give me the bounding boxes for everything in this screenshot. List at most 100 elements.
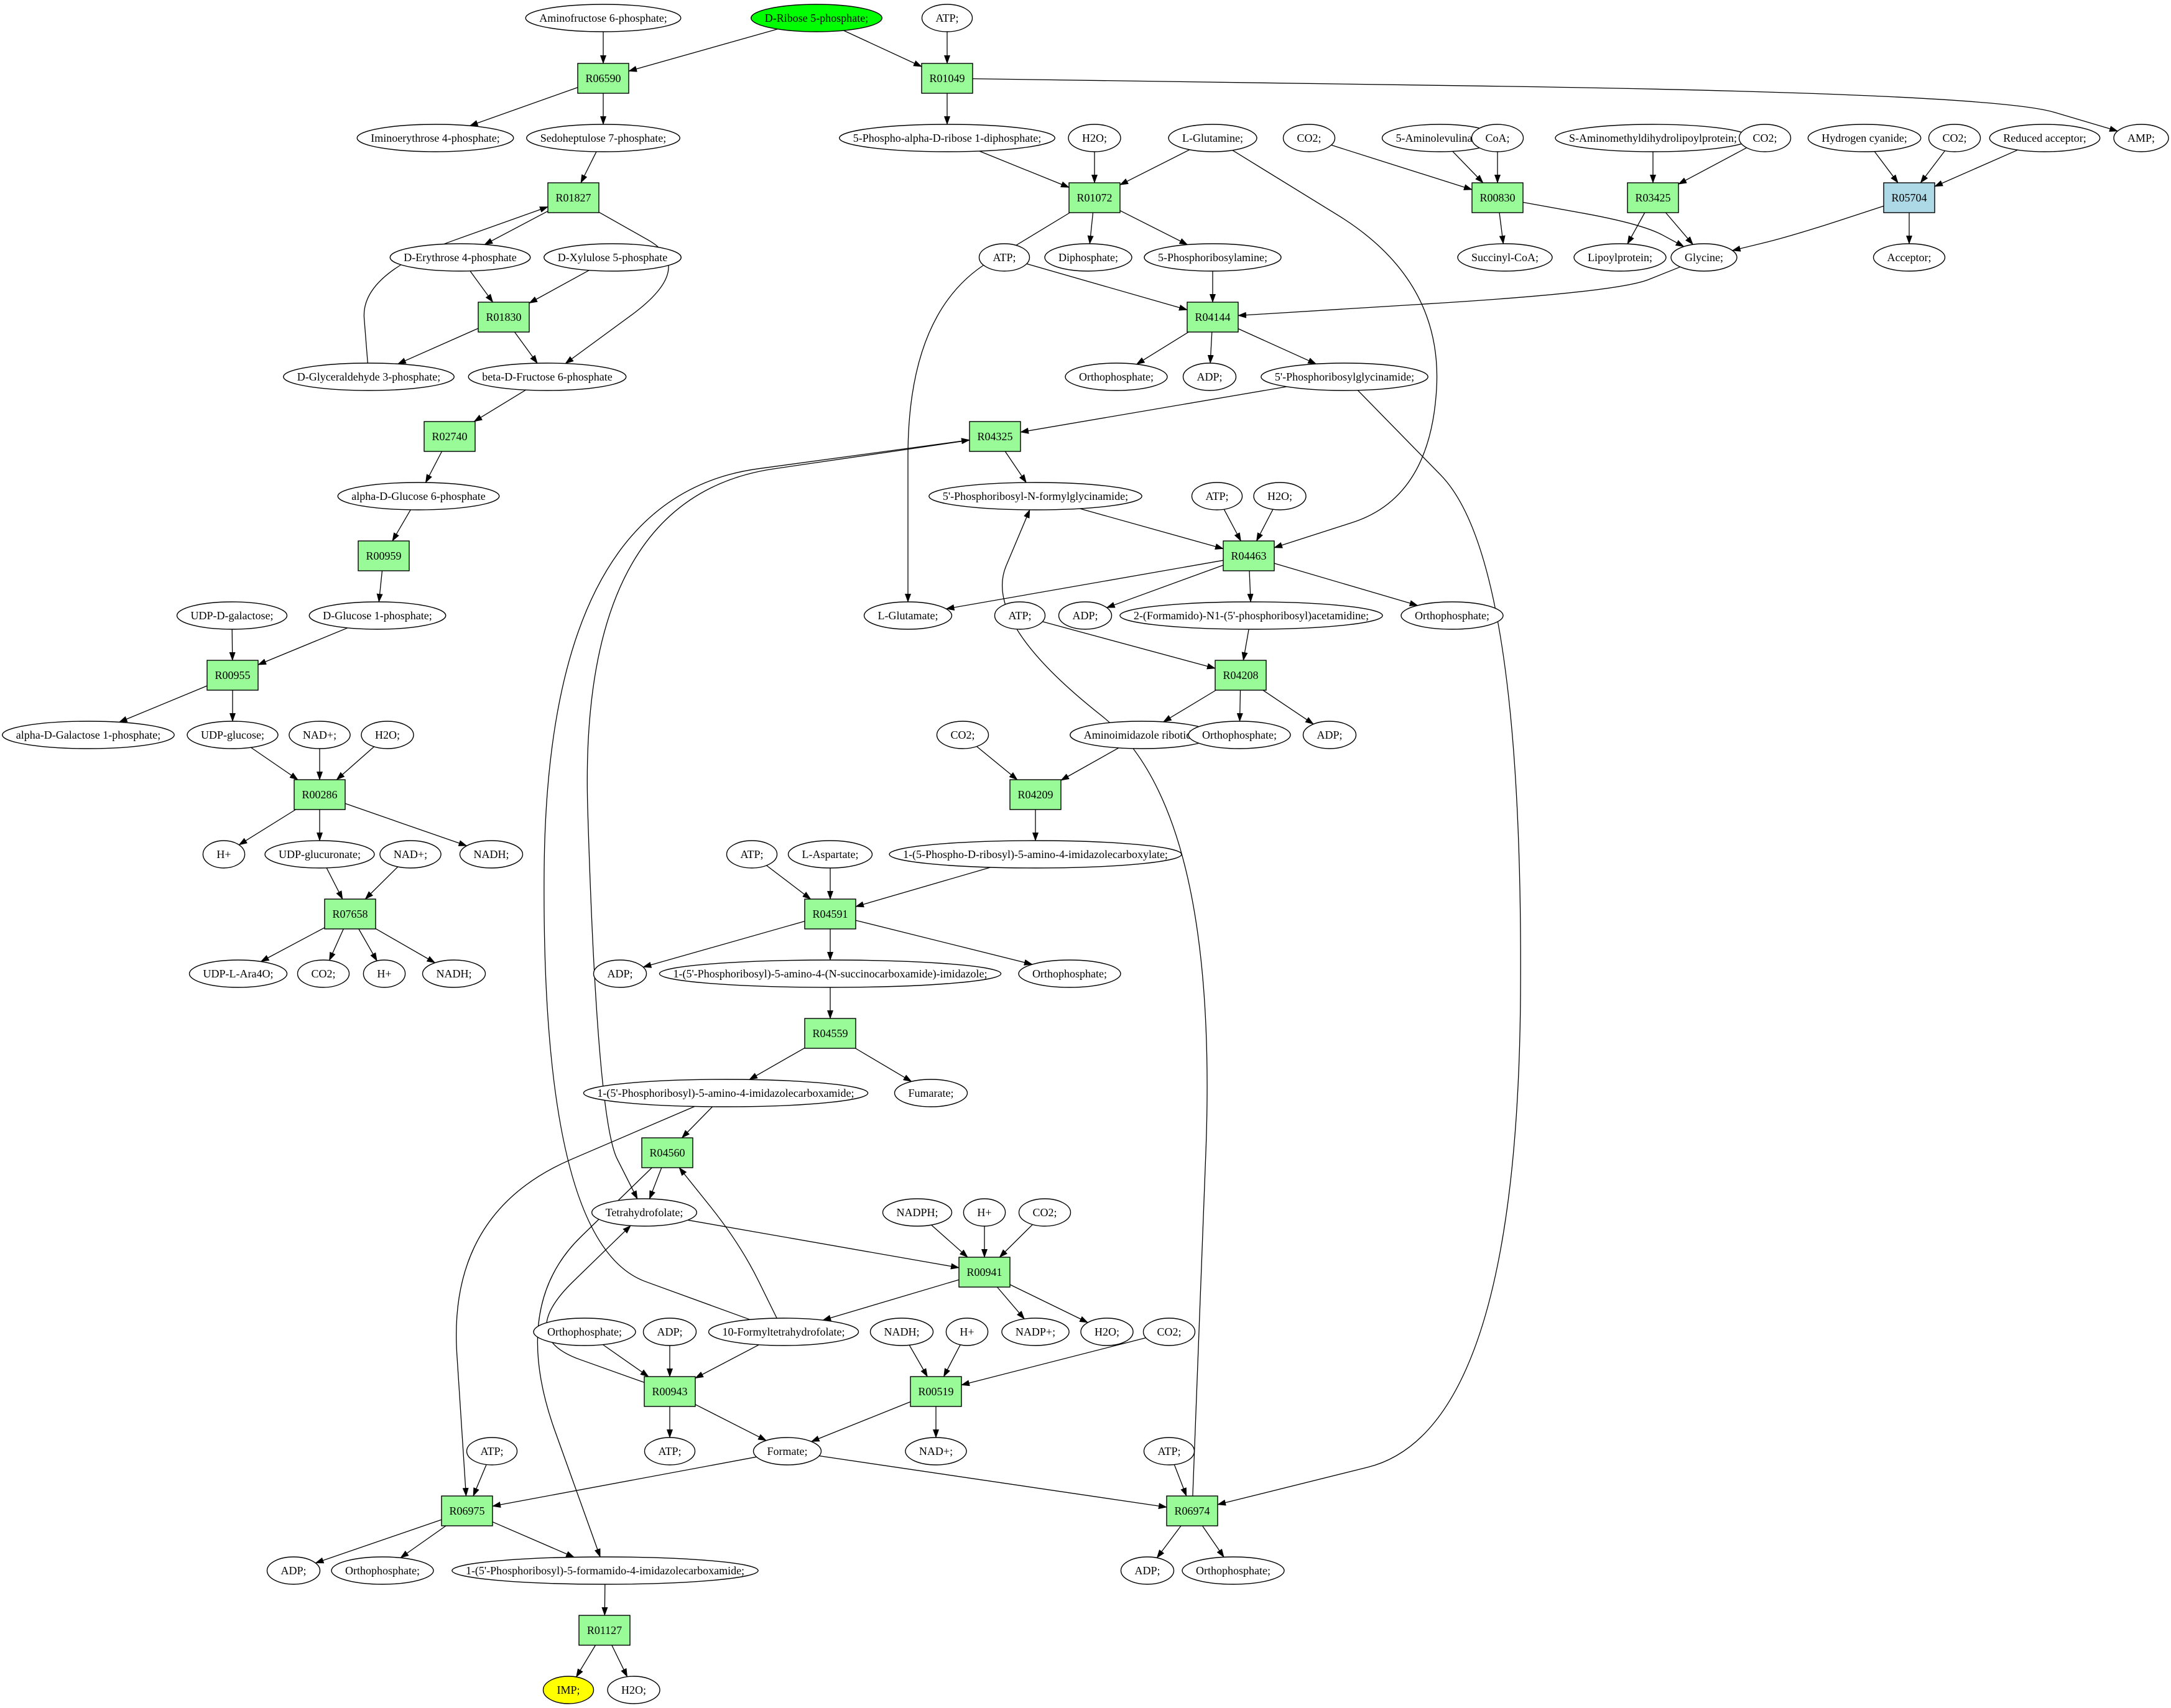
metabolite-label: 2-(Formamido)-N1-(5'-phosphoribosyl)acet… xyxy=(1134,609,1369,622)
edge-arrow xyxy=(822,1279,960,1321)
metabolite-ellipse xyxy=(1142,1318,1196,1346)
reaction-box xyxy=(1223,540,1275,571)
edge-arrow xyxy=(1060,747,1119,781)
metabolite-node: ATP; xyxy=(644,1437,696,1466)
metabolite-ellipse xyxy=(525,4,682,32)
metabolite-ellipse xyxy=(1144,243,1282,272)
metabolite-ellipse xyxy=(1807,124,1922,152)
edge-arrow xyxy=(470,270,494,303)
metabolite-ellipse xyxy=(752,1437,822,1466)
edge-arrow xyxy=(1001,509,1208,1497)
metabolite-node: D-Ribose 5-phosphate; xyxy=(751,4,882,32)
edge-arrow xyxy=(997,1286,1025,1319)
metabolite-label: CO2; xyxy=(1157,1326,1181,1338)
reaction-node: R06590 xyxy=(577,63,629,94)
metabolite-node: alpha-D-Galactose 1-phosphate; xyxy=(2,721,175,749)
metabolite-label: AMP; xyxy=(2127,132,2155,144)
edge-arrow xyxy=(1499,212,1506,244)
reaction-box xyxy=(358,540,410,571)
metabolite-node: S-Aminomethyldihydrolipoylprotein; xyxy=(1555,124,1751,152)
metabolite-ellipse xyxy=(869,1318,934,1346)
edge-arrow xyxy=(1119,210,1188,246)
metabolite-label: 5'-Phosphoribosyl-N-formylglycinamide; xyxy=(943,490,1128,502)
edge-arrow xyxy=(687,1219,960,1270)
metabolite-label: Orthophosphate; xyxy=(1032,967,1107,980)
reaction-box xyxy=(547,182,599,213)
metabolite-node: 1-(5'-Phosphoribosyl)-5-amino-4-imidazol… xyxy=(583,1079,869,1107)
reaction-box xyxy=(804,1018,856,1049)
reaction-box xyxy=(294,779,346,810)
metabolite-node: D-Glucose 1-phosphate; xyxy=(308,601,447,630)
reaction-node: R00519 xyxy=(910,1376,962,1407)
metabolite-node: IMP; xyxy=(542,1676,595,1704)
metabolite-node: 5-Aminolevulinate; xyxy=(1381,124,1498,152)
edge-arrow xyxy=(1156,1525,1182,1559)
edge-arrow xyxy=(537,1167,652,1558)
metabolite-ellipse xyxy=(1282,124,1336,152)
edge-arrow xyxy=(1009,1284,1089,1323)
metabolite-ellipse xyxy=(659,959,1002,988)
metabolite-node: H+ xyxy=(363,959,406,988)
metabolite-node: CO2; xyxy=(1282,124,1336,152)
metabolite-ellipse xyxy=(994,601,1046,630)
metabolite-label: NAD+; xyxy=(303,729,336,741)
metabolite-ellipse xyxy=(466,1437,518,1466)
reaction-node: R02740 xyxy=(424,421,476,452)
reaction-box xyxy=(804,898,856,930)
edge-arrow xyxy=(766,865,812,900)
edge-arrow xyxy=(1238,266,1681,318)
edge-arrow xyxy=(376,570,383,602)
metabolite-node: ADP; xyxy=(642,1318,697,1346)
metabolite-node: ADP; xyxy=(266,1556,321,1585)
metabolite-ellipse xyxy=(1143,1437,1195,1466)
metabolite-node: Orthophosphate; xyxy=(1400,601,1504,630)
reaction-box xyxy=(1068,182,1121,213)
metabolite-node: Diphosphate; xyxy=(1044,243,1132,272)
edge-arrow xyxy=(364,866,399,900)
metabolite-node: ATP; xyxy=(466,1437,518,1466)
metabolite-ellipse xyxy=(361,721,414,749)
metabolite-label: Orthophosphate; xyxy=(1202,729,1277,741)
metabolite-label: IMP; xyxy=(557,1684,580,1696)
metabolite-label: H+ xyxy=(377,967,391,980)
metabolite-label: Orthophosphate; xyxy=(547,1326,622,1338)
metabolite-node: beta-D-Fructose 6-phosphate xyxy=(468,362,627,391)
reaction-node: R00941 xyxy=(958,1257,1011,1288)
metabolite-ellipse xyxy=(389,243,531,272)
edge-arrow xyxy=(943,1344,961,1377)
metabolite-label: D-Xylulose 5-phosphate xyxy=(558,251,667,264)
metabolite-node: 1-(5'-Phosphoribosyl)-5-amino-4-(N-succi… xyxy=(659,959,1002,988)
edge-arrow xyxy=(1136,331,1189,365)
metabolite-node: 10-Formyltetrahydrofolate; xyxy=(708,1318,859,1346)
metabolite-ellipse xyxy=(356,124,514,152)
metabolite-label: Orthophosphate; xyxy=(345,1564,420,1577)
edge-arrow xyxy=(329,928,344,961)
reaction-node: R00959 xyxy=(358,540,410,571)
metabolite-ellipse xyxy=(839,124,1055,152)
edge-arrow xyxy=(1247,570,1254,602)
reaction-label: R01827 xyxy=(555,192,591,204)
metabolite-ellipse xyxy=(928,482,1142,510)
metabolite-node: UDP-glucuronate; xyxy=(264,840,375,869)
edge-arrow xyxy=(1042,621,1216,670)
edge-arrow xyxy=(469,86,578,126)
metabolite-label: Orthophosphate; xyxy=(1415,609,1489,622)
reaction-label: R00286 xyxy=(302,788,337,801)
metabolite-ellipse xyxy=(2113,124,2169,152)
reaction-label: R06975 xyxy=(449,1505,484,1517)
edge-arrow xyxy=(695,1344,759,1379)
metabolite-node: D-Xylulose 5-phosphate xyxy=(544,243,682,272)
metabolite-label: L-Aspartate; xyxy=(802,848,859,861)
reaction-label: R00955 xyxy=(215,669,250,681)
metabolite-node: AMP; xyxy=(2113,124,2169,152)
metabolite-ellipse xyxy=(422,959,486,988)
metabolite-ellipse xyxy=(1068,124,1121,152)
edge-arrow xyxy=(260,927,325,962)
reaction-label: R02740 xyxy=(432,430,467,443)
metabolite-ellipse xyxy=(363,959,406,988)
metabolite-ellipse xyxy=(187,721,279,749)
metabolite-label: 1-(5'-Phosphoribosyl)-5-amino-4-(N-succi… xyxy=(673,967,987,981)
metabolite-label: ATP; xyxy=(993,251,1016,264)
edge-arrow xyxy=(1665,212,1693,246)
metabolite-ellipse xyxy=(1065,362,1168,391)
